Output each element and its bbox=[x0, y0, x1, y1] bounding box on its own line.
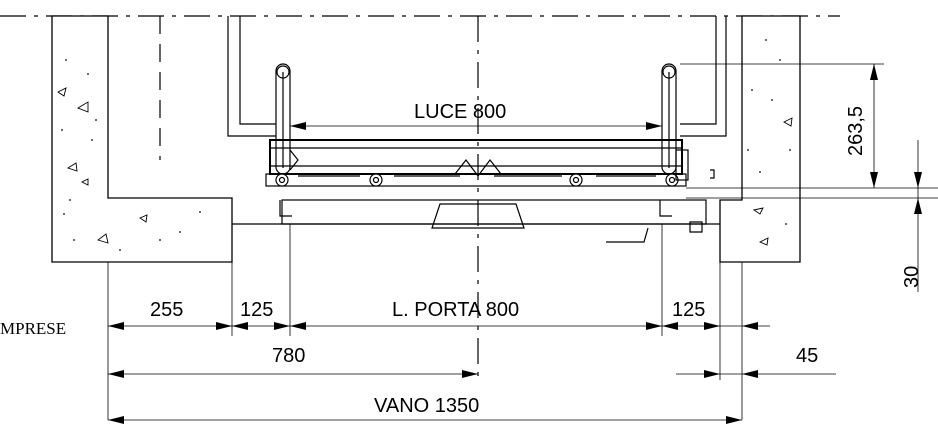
porta-label: L. PORTA 800 bbox=[392, 299, 519, 321]
dim-263-label: 263,5 bbox=[845, 106, 867, 156]
dim-255-label: 255 bbox=[150, 299, 183, 321]
dim-125-right-label: 125 bbox=[672, 299, 705, 321]
dim-45-label: 45 bbox=[796, 345, 818, 367]
left-hanger bbox=[275, 63, 299, 175]
dim-luce: LUCE 800 bbox=[290, 101, 662, 130]
right-wall-aggregate bbox=[752, 117, 793, 246]
right-hanger bbox=[661, 63, 715, 181]
right-wall-dots bbox=[747, 39, 791, 225]
left-wall bbox=[51, 15, 233, 263]
vano-label: VANO 1350 bbox=[374, 395, 479, 417]
dim-row-2: 780 45 bbox=[108, 345, 836, 378]
dim-vano: VANO 1350 bbox=[108, 395, 742, 424]
left-wall-dots bbox=[61, 59, 201, 251]
door-rails bbox=[265, 139, 687, 187]
sill bbox=[232, 199, 720, 243]
extension-lines bbox=[107, 63, 938, 420]
luce-label: LUCE 800 bbox=[414, 101, 506, 123]
right-wall bbox=[719, 15, 801, 263]
rollers bbox=[275, 173, 679, 187]
dim-263: 263,5 bbox=[845, 64, 878, 188]
dim-30: 30 bbox=[901, 140, 923, 292]
dim-row-1: 255 125 L. PORTA 800 125 bbox=[108, 299, 770, 330]
dim-780-label: 780 bbox=[272, 345, 305, 367]
left-wall-aggregate bbox=[57, 87, 148, 244]
cabin-outline bbox=[227, 16, 727, 137]
dim-125-left-label: 125 bbox=[240, 299, 273, 321]
dim-30-label: 30 bbox=[901, 266, 923, 288]
cut-text-label: MPRESE bbox=[0, 319, 66, 338]
